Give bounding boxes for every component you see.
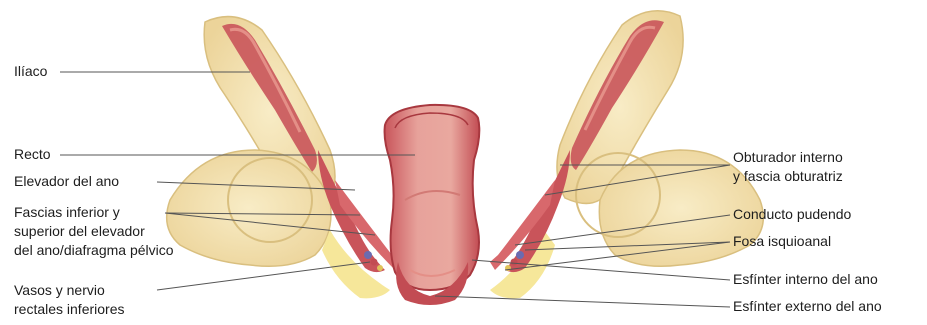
label-fosa-isquioanal: Fosa isquioanal — [733, 232, 831, 251]
label-esfinter-interno: Esfínter interno del ano — [733, 270, 878, 289]
label-iliaco: Ilíaco — [14, 62, 47, 81]
label-vasos-line-1: Vasos y nervio — [14, 281, 105, 300]
label-obturador-line-2: y fascia obturatriz — [733, 167, 843, 186]
label-conducto-pudendo: Conducto pudendo — [733, 205, 851, 224]
rectum — [385, 105, 480, 290]
label-fascias-line-2: superior del elevador — [14, 222, 145, 241]
label-fascias-line-3: del ano/diafragma pélvico — [14, 241, 174, 260]
label-recto: Recto — [14, 145, 51, 164]
label-fascias-line-1: Fascias inferior y — [14, 203, 120, 222]
label-esfinter-externo: Esfínter externo del ano — [733, 297, 882, 316]
label-vasos-line-2: rectales inferiores — [14, 300, 125, 319]
label-obturador-line-1: Obturador interno — [733, 148, 843, 167]
left-femoral-head — [167, 150, 331, 266]
label-elevador-del-ano: Elevador del ano — [14, 172, 119, 191]
